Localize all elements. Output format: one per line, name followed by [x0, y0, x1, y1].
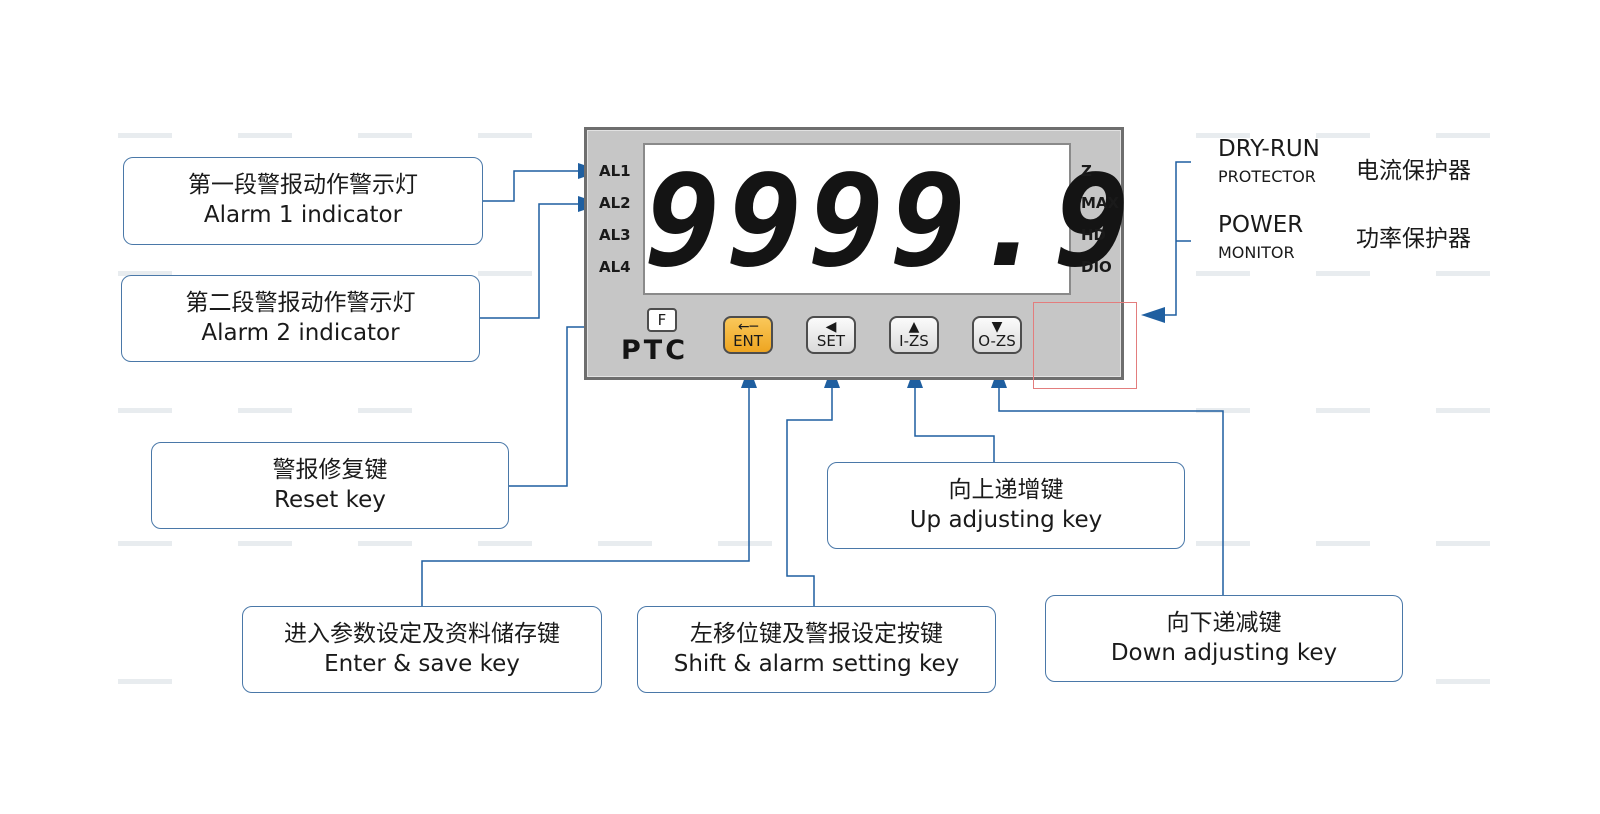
option-dryrun-title: DRY-RUN: [1218, 136, 1320, 162]
izs-key-label: I-ZS: [899, 332, 929, 351]
option-power-zh: 功率保护器: [1356, 226, 1471, 252]
ent-key-label: ENT: [733, 332, 763, 351]
callout-down-en: Down adjusting key: [1110, 639, 1338, 666]
callout-shift-zh: 左移位键及警报设定按键: [690, 620, 943, 647]
ent-key[interactable]: ←─ ENT: [723, 316, 773, 354]
triangle-down-icon: ▼: [991, 318, 1003, 335]
callout-reset: 警报修复键 Reset key: [151, 442, 509, 529]
lcd-display: 9999.9: [643, 143, 1137, 295]
callout-alarm2: 第二段警报动作警示灯 Alarm 2 indicator: [121, 275, 480, 362]
enter-arrow-icon: ←─: [737, 318, 759, 335]
callout-reset-en: Reset key: [274, 486, 386, 513]
indicator-hd: HD: [1081, 226, 1107, 244]
callout-reset-zh: 警报修复键: [272, 456, 388, 483]
connector-alarm2: [480, 203, 580, 319]
callout-alarm2-zh: 第二段警报动作警示灯: [185, 289, 416, 316]
callout-up: 向上递增键 Up adjusting key: [827, 462, 1185, 549]
callout-alarm1-zh: 第一段警报动作警示灯: [188, 172, 418, 199]
indicator-max: MAX: [1081, 194, 1120, 212]
connector-alarm1: [483, 170, 580, 202]
callout-up-en: Up adjusting key: [909, 506, 1103, 533]
f-reset-key[interactable]: F: [647, 308, 677, 332]
callout-alarm1-en: Alarm 1 indicator: [203, 202, 403, 228]
indicator-al1: AL1: [599, 162, 631, 180]
ozs-key-label: O-ZS: [978, 332, 1016, 351]
indicator-dio: DIO: [1081, 258, 1112, 276]
ozs-key[interactable]: ▼ O-ZS: [972, 316, 1022, 354]
indicator-al2: AL2: [599, 194, 631, 212]
connector-down: [998, 382, 1224, 595]
option-dryrun-sub: PROTECTOR: [1218, 167, 1316, 186]
option-dryrun-zh: 电流保护器: [1356, 158, 1471, 184]
indicator-al3: AL3: [599, 226, 631, 244]
meter-front-panel: 9999.9 AL1 AL2 AL3 AL4 Z MAX HD DIO F PT…: [584, 127, 1137, 380]
connector-enter: [421, 382, 750, 606]
callout-enter-zh: 进入参数设定及资料储存键: [284, 620, 560, 647]
brand-logo: PTC: [621, 335, 689, 366]
connector-up: [914, 382, 995, 462]
set-key[interactable]: ◀ SET: [806, 316, 856, 354]
callout-alarm2-en: Alarm 2 indicator: [201, 319, 400, 346]
connector-shift: [786, 382, 833, 606]
connector-options: [1157, 161, 1191, 316]
set-key-label: SET: [816, 332, 846, 351]
indicator-al4: AL4: [599, 258, 631, 276]
callout-down: 向下递减键 Down adjusting key: [1045, 595, 1403, 682]
callout-shift: 左移位键及警报设定按键 Shift & alarm setting key: [637, 606, 996, 693]
option-power-title: POWER: [1218, 212, 1304, 238]
option-power-sub: MONITOR: [1218, 243, 1295, 262]
option-slot-outline: [1033, 302, 1137, 389]
callout-up-zh: 向上递增键: [948, 476, 1064, 503]
indicator-z: Z: [1081, 162, 1092, 180]
arrowhead-options: [1141, 307, 1165, 323]
callout-shift-en: Shift & alarm setting key: [673, 650, 960, 677]
izs-key[interactable]: ▲ I-ZS: [889, 316, 939, 354]
triangle-up-icon: ▲: [908, 318, 920, 335]
callout-down-zh: 向下递减键: [1166, 609, 1282, 636]
display-readout: 9999.9: [645, 148, 1137, 295]
triangle-left-icon: ◀: [825, 318, 837, 335]
callout-enter: 进入参数设定及资料储存键 Enter & save key: [242, 606, 602, 693]
callout-enter-en: Enter & save key: [324, 650, 520, 677]
callout-alarm1: 第一段警报动作警示灯 Alarm 1 indicator: [123, 157, 483, 245]
